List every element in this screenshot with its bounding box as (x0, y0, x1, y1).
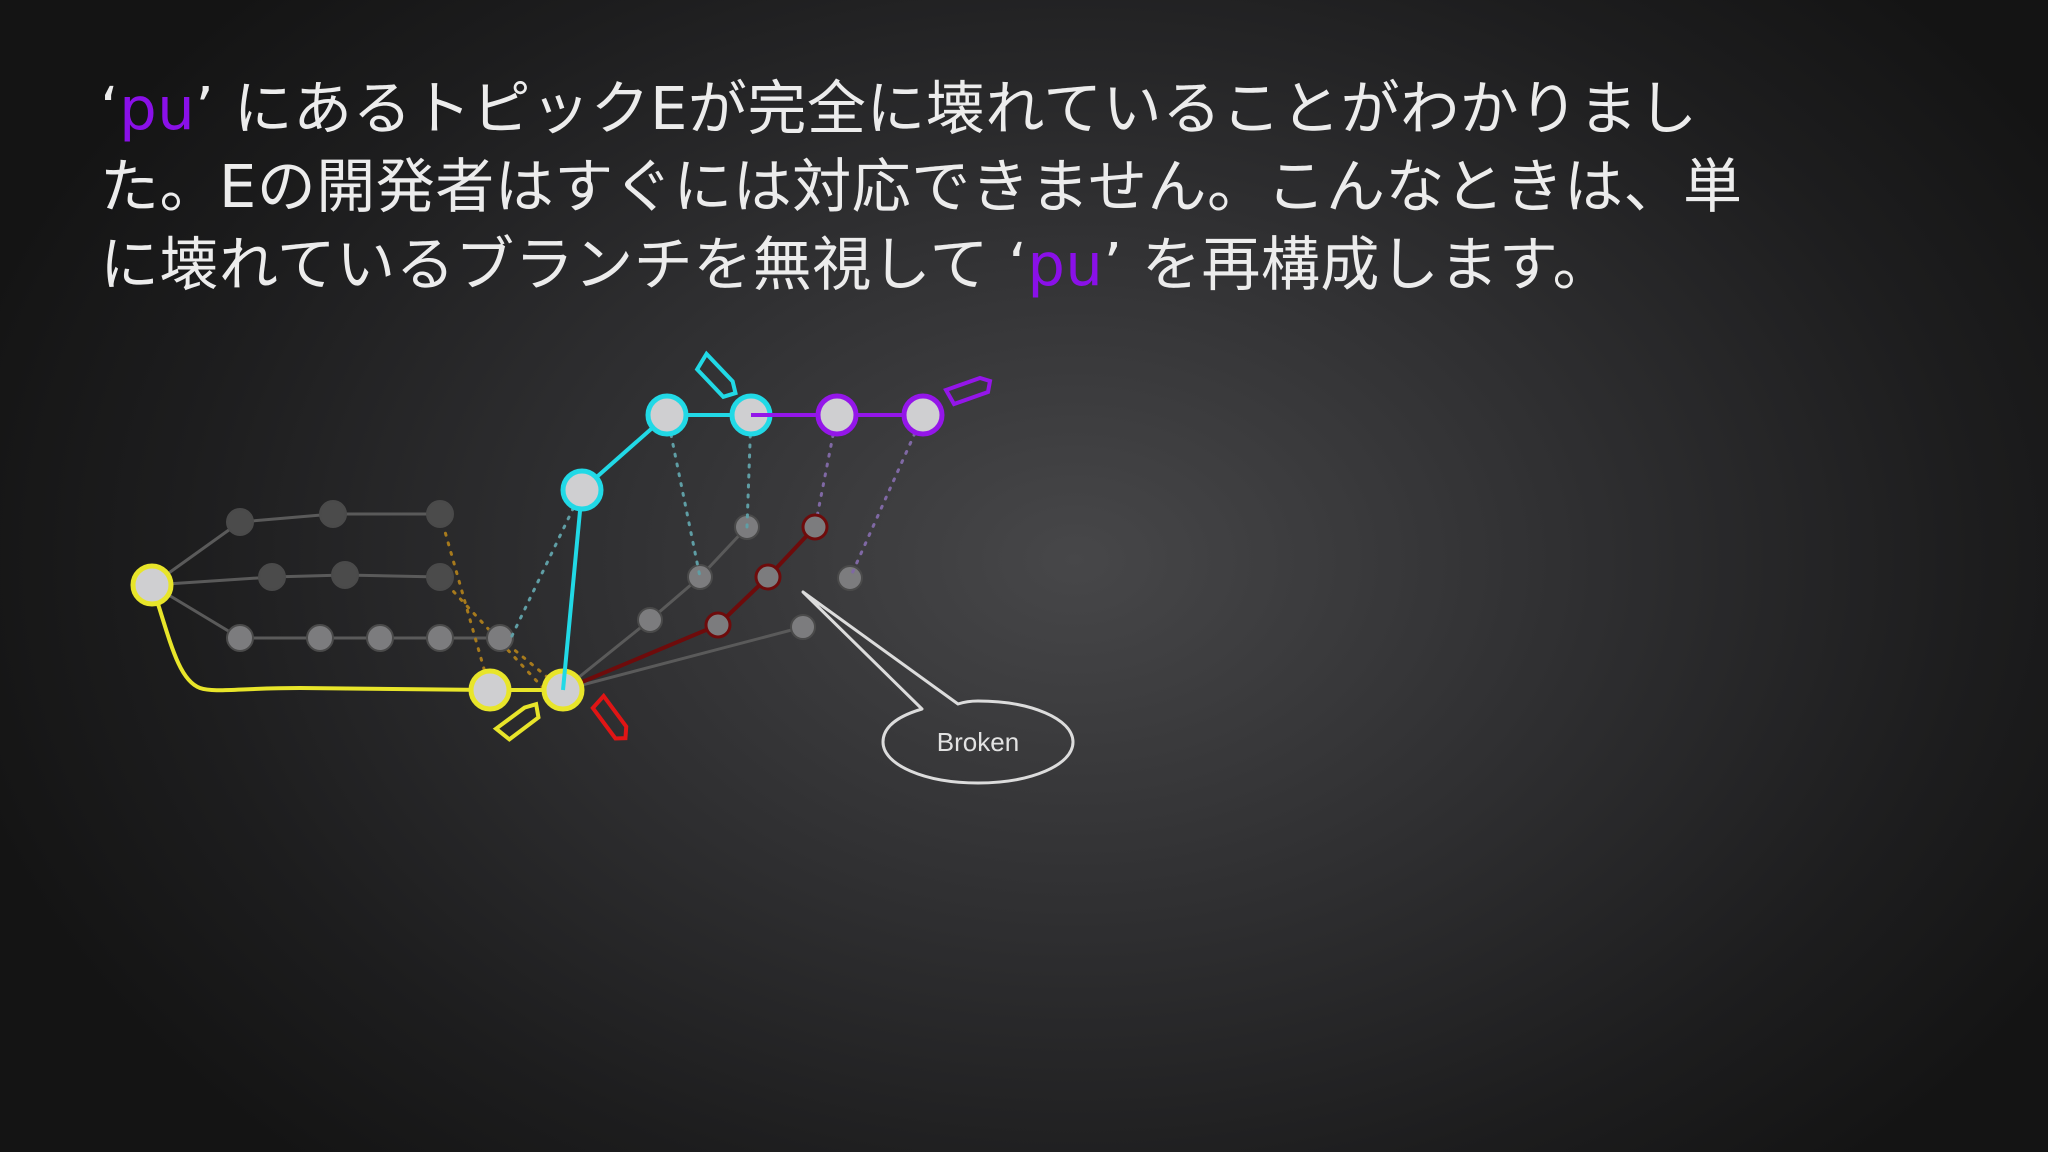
commit-node (426, 500, 454, 528)
merge-hint-line (498, 636, 565, 692)
merge-hint-line (438, 575, 547, 692)
topic-branch-line (562, 525, 749, 692)
callout-bubble (801, 590, 1075, 785)
master-tag-icon (492, 701, 541, 742)
pu-tag-icon (943, 375, 993, 407)
next-tag-icon (694, 350, 738, 400)
commit-node (486, 624, 514, 652)
inactive-merge-hints (438, 512, 565, 692)
caption-line-1: ‘pu’ にあるトピックEが完全に壊れていることがわかりまし (100, 74, 1698, 143)
callout-label: Broken (937, 727, 1019, 757)
broken-commit-node (704, 611, 732, 639)
pu-branch (751, 393, 945, 437)
master-branch (130, 563, 585, 712)
commit-node (226, 508, 254, 536)
inactive-topic-branches (151, 512, 804, 692)
next-branch-line (561, 413, 751, 691)
next-commit-node (560, 468, 604, 512)
master-branch-line (150, 584, 563, 693)
pu-highlight: pu (1027, 230, 1104, 299)
caption-line-3: に壊れているブランチを無視して ‘pu’ を再構成します。 (100, 230, 1612, 299)
merge-hint-line (508, 488, 584, 642)
commit-node (790, 614, 816, 640)
broken-callout: Broken (801, 590, 1075, 785)
topic-branch-line (151, 512, 440, 587)
master-commit-node (468, 668, 512, 712)
slide-caption: ‘pu’ にあるトピックEが完全に壊れていることがわかりまし た。Eの開発者はす… (100, 70, 1940, 304)
topic-branch-line (562, 625, 804, 692)
commit-node (426, 624, 454, 652)
pu-commit-node (815, 393, 859, 437)
pu-commit-node (901, 393, 945, 437)
broken-commit-node (801, 513, 829, 541)
commit-node (837, 565, 863, 591)
commit-node (306, 624, 334, 652)
commit-node (226, 624, 254, 652)
broken-topic-branch (562, 513, 829, 692)
commit-node (637, 607, 663, 633)
caption-line-2: た。Eの開発者はすぐには対応できません。こんなときは、単 (100, 152, 1743, 221)
commit-node (319, 500, 347, 528)
broken-topic-line (562, 525, 817, 692)
merge-hint-line (665, 413, 702, 579)
pu-highlight: pu (119, 74, 196, 143)
commit-node (331, 561, 359, 589)
master-commit-node (130, 563, 174, 607)
merge-hint-line (848, 413, 925, 580)
commit-node (258, 563, 286, 591)
broken-topic-tag-icon (590, 692, 629, 741)
inactive-commits (226, 500, 863, 652)
commit-node (366, 624, 394, 652)
commit-node (687, 564, 713, 590)
merge-hint-line (438, 512, 492, 692)
commit-node (426, 563, 454, 591)
topic-branch-line (151, 573, 441, 587)
next-commit-node (645, 393, 689, 437)
broken-commit-node (754, 563, 782, 591)
